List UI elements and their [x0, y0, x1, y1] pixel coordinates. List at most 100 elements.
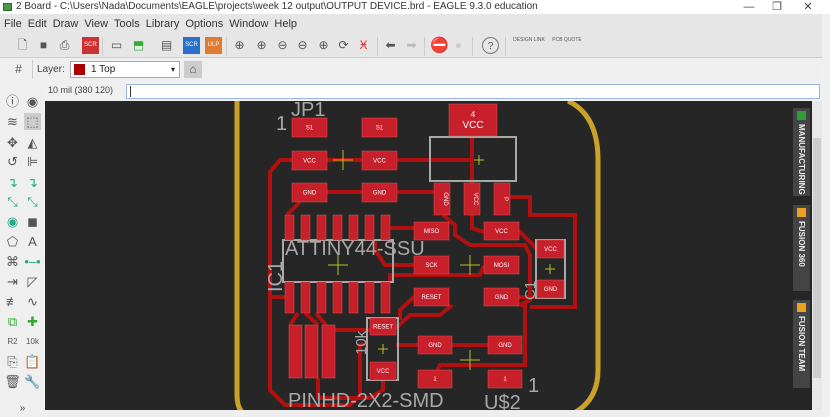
pad-rg_gnd[interactable] — [433, 182, 451, 216]
text-icon[interactable]: A — [28, 234, 37, 249]
pad-sck[interactable] — [413, 255, 450, 275]
fusion-team-panel-tab[interactable]: FUSION TEAM — [793, 300, 810, 388]
paste-icon[interactable]: 📋 — [24, 354, 41, 369]
pad-gndd[interactable] — [417, 335, 453, 355]
delete-icon[interactable]: 🗑 — [4, 374, 21, 389]
replace-icon[interactable]: ✚ — [27, 314, 38, 329]
redraw-icon[interactable]: ⟳ — [338, 38, 349, 52]
pad-gnda[interactable] — [291, 182, 328, 203]
wrench-icon[interactable]: 🔧 — [24, 374, 41, 389]
stop-icon[interactable]: ⛔ — [430, 37, 449, 54]
move-icon[interactable]: ✥ — [7, 135, 18, 150]
print-icon[interactable]: ⎙ — [59, 38, 70, 52]
manufacturing-panel-tab[interactable]: MANUFACTURING — [793, 108, 810, 196]
menu-help[interactable]: Help — [274, 18, 298, 30]
route-icon[interactable]: ↴ — [7, 175, 18, 190]
close-button[interactable]: ✕ — [803, 1, 813, 13]
info-icon[interactable]: ⓘ — [5, 94, 19, 109]
copy-icon[interactable]: ⎘ — [7, 354, 18, 369]
tag-icon[interactable]: ⌂ — [184, 61, 202, 78]
grid-icon[interactable]: # — [15, 62, 22, 76]
pad-p1a[interactable] — [417, 369, 453, 389]
horizontal-scrollbar[interactable] — [45, 410, 822, 417]
save-icon[interactable]: ■ — [39, 38, 48, 52]
dimension-icon[interactable]: ⇥ — [7, 274, 18, 289]
new-file-icon[interactable]: 🗋 — [17, 38, 28, 52]
pad-gndc[interactable] — [483, 287, 520, 307]
go-icon[interactable]: ● — [454, 38, 463, 52]
redo-icon[interactable]: ➡ — [406, 38, 417, 52]
ripup-icon[interactable]: ↴ — [27, 175, 38, 190]
polygon-icon[interactable]: ⬠ — [6, 234, 19, 249]
value-icon[interactable]: 10k — [26, 337, 39, 346]
pad-reset[interactable] — [413, 287, 450, 307]
pad-c_gnd[interactable] — [536, 279, 565, 299]
via-icon[interactable]: ◉ — [6, 214, 19, 229]
pad-vccb[interactable] — [361, 150, 398, 171]
group-select-icon[interactable]: ⬚ — [24, 113, 41, 130]
run-script-button[interactable]: SCR — [183, 37, 200, 54]
layer-select[interactable]: 1 Top▾ — [70, 61, 180, 78]
menu-tools[interactable]: Tools — [114, 18, 140, 30]
layers-icon[interactable]: ≋ — [7, 114, 18, 129]
hole-icon[interactable]: ◼ — [27, 214, 38, 229]
zoom-out-icon[interactable]: ⊖ — [277, 38, 288, 52]
signal-icon[interactable]: ⌘ — [6, 254, 19, 269]
zoom-previous-icon[interactable]: ⊖ — [297, 38, 308, 52]
restore-button[interactable]: ❐ — [772, 1, 782, 13]
help-icon[interactable]: ? — [482, 37, 499, 54]
menu-library[interactable]: Library — [145, 18, 180, 30]
menu-draw[interactable]: Draw — [52, 18, 79, 30]
pad-p1b[interactable] — [487, 369, 523, 389]
cam-icon[interactable]: ▭ — [110, 38, 123, 52]
command-input[interactable] — [126, 84, 820, 99]
name-icon[interactable]: R2 — [7, 337, 18, 346]
pad-rg_vcc[interactable] — [463, 182, 481, 216]
library-icon[interactable]: ▤ — [160, 38, 173, 52]
menu-file[interactable]: File — [4, 18, 22, 30]
zoom-select-icon[interactable]: ⊕ — [318, 38, 329, 52]
undo-icon[interactable]: ⬅ — [385, 38, 396, 52]
pad-vcca[interactable] — [291, 150, 328, 171]
wire-icon[interactable]: •‒• — [24, 254, 41, 269]
split-icon[interactable]: ⤡ — [7, 194, 18, 209]
menu-window[interactable]: Window — [229, 18, 269, 30]
run-ulp-button[interactable]: ULP — [205, 37, 222, 54]
menu-edit[interactable]: Edit — [27, 18, 47, 30]
pad-c_vcc[interactable] — [536, 239, 565, 259]
optimize-icon[interactable]: ⤡ — [27, 194, 38, 209]
pad-miso[interactable] — [413, 221, 450, 241]
rotate-icon[interactable]: ↺ — [7, 154, 18, 169]
add-part-icon[interactable]: ⧉ — [7, 314, 18, 329]
zoom-in-icon[interactable]: ⊕ — [256, 38, 267, 52]
pad-rg_p[interactable] — [493, 182, 511, 216]
pad-gnde[interactable] — [487, 335, 523, 355]
align-icon[interactable]: ⊫ — [26, 154, 39, 169]
pad-vccc[interactable] — [483, 221, 520, 241]
pad-gndb[interactable] — [361, 182, 398, 203]
minimize-button[interactable]: — — [743, 1, 755, 13]
miter-icon[interactable]: ∿ — [27, 294, 38, 309]
mirror-icon[interactable]: ◭ — [27, 135, 38, 150]
line-icon[interactable]: ◸ — [27, 274, 38, 289]
design-link-button[interactable]: DESIGN LINK — [513, 37, 545, 43]
zoom-fit-icon[interactable]: ⊕ — [234, 38, 245, 52]
menu-options[interactable]: Options — [185, 18, 224, 30]
schematic-icon[interactable]: SCR — [82, 37, 99, 54]
scrollbar-thumb[interactable] — [813, 138, 821, 378]
layer-label: Layer: — [37, 64, 65, 75]
pad-r_vcc[interactable] — [369, 361, 397, 381]
export-icon[interactable]: ⬒ — [132, 38, 145, 52]
pad-mosi[interactable] — [483, 255, 520, 275]
eye-icon[interactable]: ◉ — [26, 94, 39, 109]
meander-icon[interactable]: ≢ — [6, 294, 19, 309]
menu-view[interactable]: View — [84, 18, 109, 30]
pad-s1a[interactable] — [291, 117, 328, 138]
fusion-360-panel-tab[interactable]: FUSION 360 — [793, 205, 810, 291]
pcb-quote-button[interactable]: PCB QUOTE — [552, 37, 582, 43]
pad-s1b[interactable] — [361, 117, 398, 138]
ratsnest-icon[interactable]: Ӿ — [359, 38, 368, 52]
pad-r_reset[interactable] — [369, 317, 397, 336]
expand-icon[interactable]: » — [19, 403, 26, 414]
